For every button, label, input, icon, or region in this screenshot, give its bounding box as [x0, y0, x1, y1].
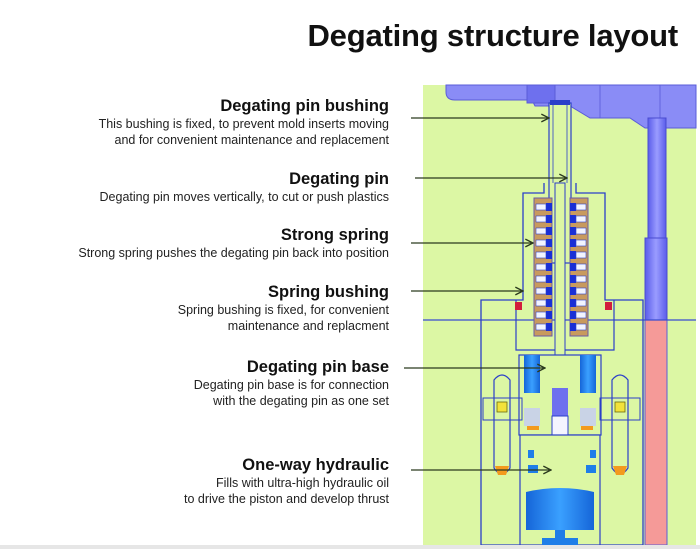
spring-coil-section [570, 299, 576, 307]
spring-coil-gap [575, 251, 587, 259]
spring-coil-section [570, 203, 576, 211]
leader-arrows [404, 118, 567, 470]
label-degating-pin-base: Degating pin base Degating pin base is f… [194, 357, 389, 409]
label-heading: Strong spring [280, 226, 389, 244]
spring-coil-gap [575, 263, 587, 271]
spring-coil-section [546, 275, 552, 283]
spring-coil-gap [535, 239, 547, 247]
spring-coil-section [546, 263, 552, 271]
spring-coil-section [546, 203, 552, 211]
label-degating-pin-bushing: Degating pin bushing This bushing is fix… [99, 96, 389, 148]
spring-coil-gap [535, 251, 547, 259]
label-heading: Degating pin [289, 170, 389, 188]
spring-coil-section [570, 227, 576, 235]
spring-coil-gap [575, 239, 587, 247]
spring-coil-gap [575, 323, 587, 331]
spring-coil-section [570, 215, 576, 223]
side-bolt-right [599, 374, 641, 475]
label-degating-pin: Degating pin Degating pin moves vertical… [100, 169, 389, 205]
bottom-bar [0, 545, 700, 549]
label-one-way-hydraulic: One-way hydraulic Fills with ultra-high … [184, 455, 389, 507]
spring-coil-gap [535, 311, 547, 319]
side-bolt-left [482, 374, 523, 475]
spring-coil-gap [535, 263, 547, 271]
spring-coil-gap [575, 227, 587, 235]
spring-coil-gap [575, 299, 587, 307]
spring-coil-section [546, 287, 552, 295]
spring-coil-section [570, 311, 576, 319]
guide-rod [644, 117, 668, 546]
spring-coil-section [546, 239, 552, 247]
spring-coil-gap [575, 275, 587, 283]
spring-coil-section [546, 323, 552, 331]
spring-coil-gap [535, 299, 547, 307]
label-heading: Degating pin bushing [220, 97, 389, 115]
label-spring-bushing: Spring bushing Spring bushing is fixed, … [178, 282, 389, 334]
spring-coil-section [546, 227, 552, 235]
spring-coil-gap [535, 227, 547, 235]
label-heading: One-way hydraulic [242, 456, 389, 474]
spring-coil-section [570, 239, 576, 247]
label-heading: Degating pin base [246, 358, 389, 376]
spring-coil-gap [535, 287, 547, 295]
label-strong-spring: Strong spring Strong spring pushes the d… [78, 225, 389, 261]
spring-coil-gap [535, 215, 547, 223]
label-description: Fills with ultra-high hydraulic oil to d… [184, 476, 389, 506]
spring-coil-gap [575, 203, 587, 211]
spring-coil-section [570, 323, 576, 331]
spring-coil-gap [575, 287, 587, 295]
spring-coil-section [570, 275, 576, 283]
label-description: Degating pin base is for connection with… [193, 378, 389, 408]
page-title: Degating structure layout [307, 18, 679, 53]
spring-coil-section [546, 215, 552, 223]
spring-coil-section [546, 251, 552, 259]
spring-bushing-right [605, 302, 612, 310]
label-description: Strong spring pushes the degating pin ba… [78, 246, 389, 260]
label-description: This bushing is fixed, to prevent mold i… [98, 117, 389, 147]
spring-coil-section [570, 263, 576, 271]
spring-coil-gap [535, 323, 547, 331]
one-way-hydraulic [519, 434, 601, 546]
spring-coil-section [546, 299, 552, 307]
spring-coil-section [546, 311, 552, 319]
strong-spring [533, 197, 589, 337]
label-description: Degating pin moves vertically, to cut or… [99, 190, 389, 204]
spring-coil-gap [575, 215, 587, 223]
spring-coil-section [570, 251, 576, 259]
label-description: Spring bushing is fixed, for convenient … [177, 303, 389, 333]
spring-coil-gap [575, 311, 587, 319]
spring-coil-gap [535, 275, 547, 283]
spring-bushing-left [515, 302, 522, 310]
label-heading: Spring bushing [268, 283, 389, 301]
spring-coil-section [570, 287, 576, 295]
spring-coil-gap [535, 203, 547, 211]
